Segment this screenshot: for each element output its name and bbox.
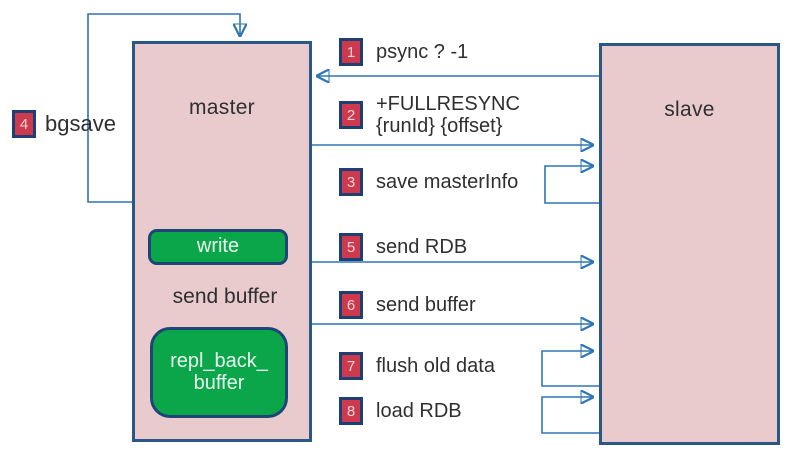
step-badge-3: 3 [339, 168, 363, 196]
step-psync: 1 psync ? -1 [339, 38, 468, 66]
step-badge-4: 4 [12, 110, 36, 138]
flush-old-data-loop-arrow [541, 351, 599, 387]
step-label-fullresync-line1: +FULLRESYNC [376, 93, 520, 115]
step-label-fullresync-line2: {runId} {offset} [376, 115, 503, 137]
step-badge-5: 5 [339, 233, 363, 261]
step-label-load-rdb: load RDB [376, 399, 462, 422]
step-label-send-buffer: send buffer [376, 293, 476, 316]
step-send-buffer: 6 send buffer [339, 291, 476, 319]
step-label-send-rdb: send RDB [376, 235, 468, 258]
repl-back-buffer-label-line2: buffer [193, 371, 245, 394]
bgsave-label: bgsave [45, 111, 116, 136]
step-label-save-masterinfo: save masterInfo [376, 170, 519, 193]
slave-node: slave [599, 43, 780, 445]
step-load-rdb: 8 load RDB [339, 397, 462, 425]
load-rdb-loop-arrow [541, 397, 599, 434]
step-badge-1: 1 [339, 38, 363, 66]
step-label-psync: psync ? -1 [376, 40, 469, 63]
step-label-fullresync: +FULLRESYNC {runId} {offset} [376, 93, 520, 137]
step-save-masterinfo: 3 save masterInfo [339, 168, 518, 196]
step-flush-old-data: 7 flush old data [339, 352, 495, 380]
slave-label: slave [664, 98, 715, 121]
send-buffer-inner-label: send buffer [172, 285, 278, 308]
write-box: write [148, 229, 288, 265]
step-fullresync: 2 +FULLRESYNC {runId} {offset} [339, 92, 520, 138]
step-badge-7: 7 [339, 352, 363, 380]
step-send-rdb: 5 send RDB [339, 233, 467, 261]
master-label: master [189, 96, 255, 119]
repl-back-buffer-label-line1: repl_back_ [170, 349, 268, 372]
step-label-flush-old-data: flush old data [376, 354, 495, 377]
step-badge-6: 6 [339, 291, 363, 319]
write-box-label: write [196, 235, 240, 258]
save-masterinfo-loop-arrow [544, 166, 599, 204]
bgsave-step: 4 bgsave [12, 110, 116, 138]
step-badge-8: 8 [339, 397, 363, 425]
bgsave-loop-arrow [87, 13, 240, 203]
repl-back-buffer-box: repl_back_ buffer [150, 327, 288, 418]
step-badge-2: 2 [339, 101, 363, 129]
